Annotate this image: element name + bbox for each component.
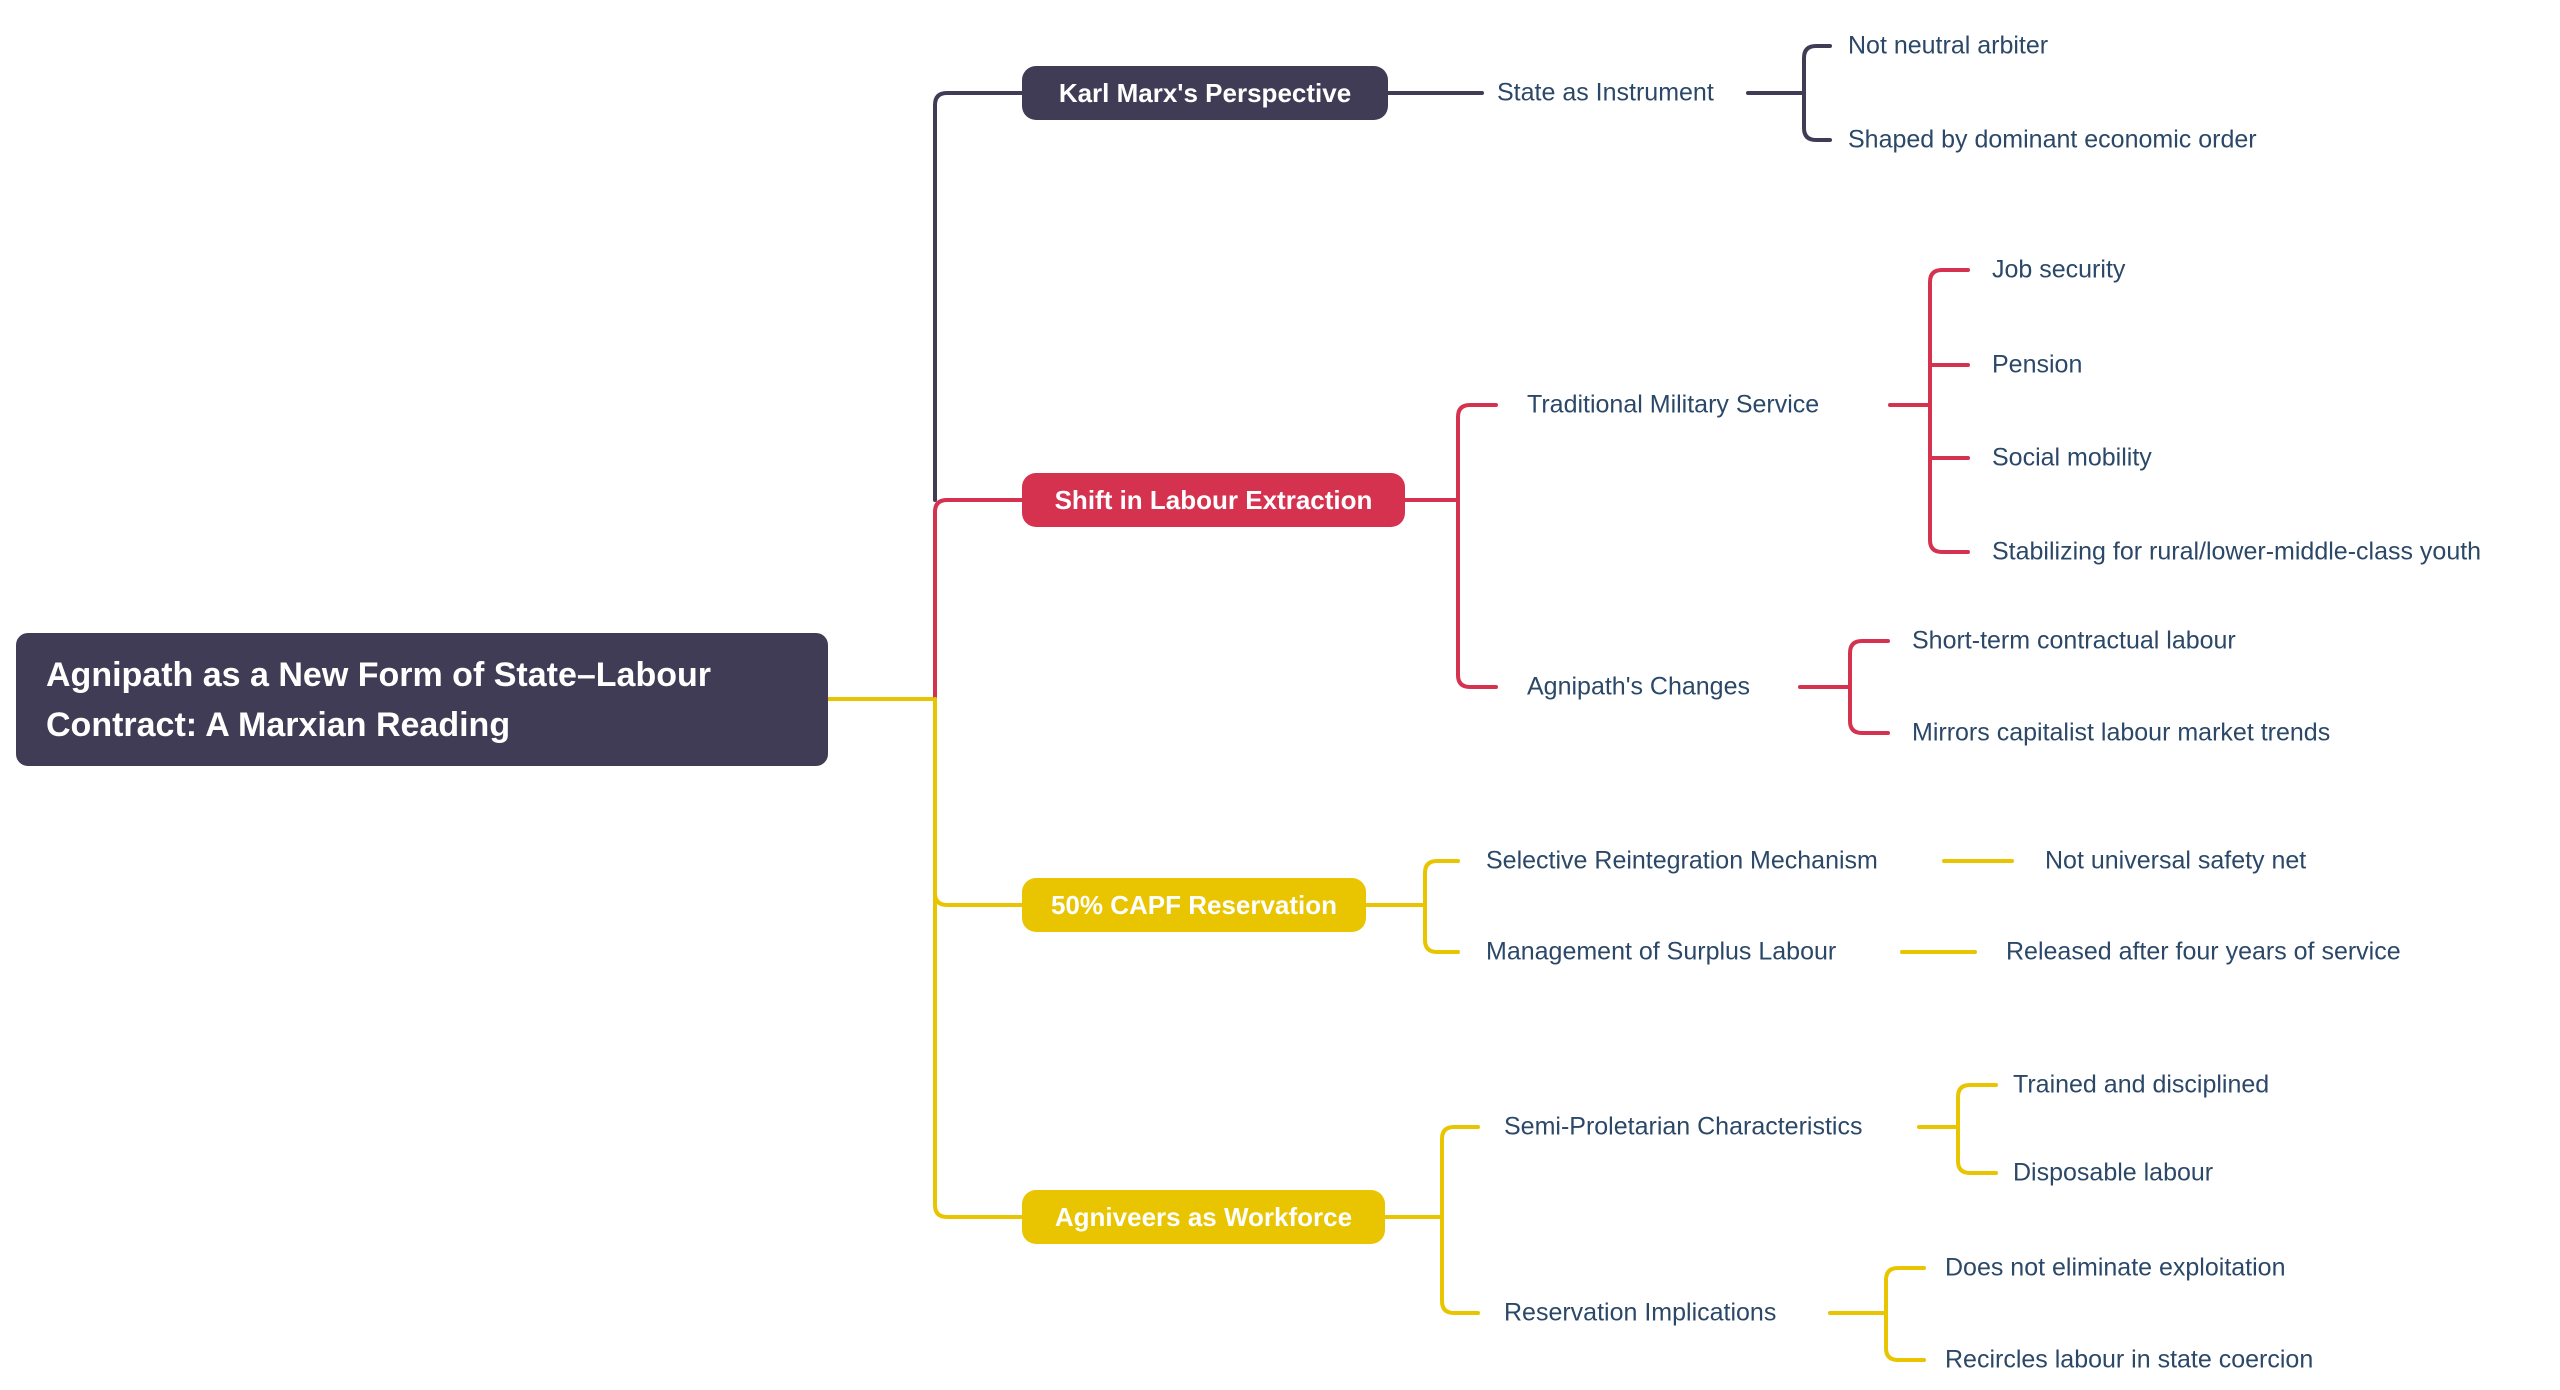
leaf-social-mobility[interactable]: Social mobility bbox=[1992, 443, 2152, 472]
connector-line bbox=[1848, 639, 1890, 735]
connector-line bbox=[1423, 903, 1460, 954]
leaf-stabilizing-for-rural-youth[interactable]: Stabilizing for rural/lower-middle-class… bbox=[1992, 537, 2482, 566]
leaf-trained-and-disciplined[interactable]: Trained and disciplined bbox=[2013, 1070, 2270, 1099]
leaf-released-after-four-years[interactable]: Released after four years of service bbox=[2006, 937, 2401, 966]
subtopic-selective-reintegration-mechanism[interactable]: Selective Reintegration Mechanism bbox=[1486, 846, 1878, 875]
connector-line bbox=[1440, 1215, 1480, 1315]
root-node[interactable]: Agnipath as a New Form of State–Labour C… bbox=[16, 633, 828, 766]
connector-line bbox=[1928, 268, 1970, 554]
branch-node-karl-marxs-perspective[interactable]: Karl Marx's Perspective bbox=[1022, 66, 1388, 120]
branch-node-50-capf-reservation[interactable]: 50% CAPF Reservation bbox=[1022, 878, 1366, 932]
connector-line bbox=[1440, 1125, 1480, 1219]
connector-line bbox=[1456, 498, 1498, 689]
leaf-disposable-labour[interactable]: Disposable labour bbox=[2013, 1158, 2214, 1187]
subtopic-management-of-surplus-labour[interactable]: Management of Surplus Labour bbox=[1486, 937, 1837, 966]
connector-line bbox=[933, 498, 1024, 701]
leaf-pension[interactable]: Pension bbox=[1992, 350, 2083, 379]
branch-node-shift-in-labour-extraction[interactable]: Shift in Labour Extraction bbox=[1022, 473, 1405, 527]
leaf-does-not-eliminate-exploitation[interactable]: Does not eliminate exploitation bbox=[1945, 1253, 2286, 1282]
subtopic-traditional-military-service[interactable]: Traditional Military Service bbox=[1527, 390, 1820, 419]
leaf-shaped-by-dominant-economic-order[interactable]: Shaped by dominant economic order bbox=[1848, 125, 2257, 154]
subtopic-agnipaths-changes[interactable]: Agnipath's Changes bbox=[1527, 672, 1750, 701]
connector-line bbox=[1802, 44, 1832, 142]
leaf-not-universal-safety-net[interactable]: Not universal safety net bbox=[2045, 846, 2307, 875]
connector-line bbox=[1884, 1266, 1926, 1362]
leaf-job-security[interactable]: Job security bbox=[1992, 255, 2126, 284]
connector-line bbox=[933, 697, 1024, 907]
connector-line bbox=[1456, 403, 1498, 502]
connector-line bbox=[933, 697, 1024, 1219]
connector-line bbox=[1956, 1083, 1998, 1175]
subtopic-semi-proletarian-characteristics[interactable]: Semi-Proletarian Characteristics bbox=[1504, 1112, 1863, 1141]
leaf-mirrors-capitalist-labour-market-trends[interactable]: Mirrors capitalist labour market trends bbox=[1912, 718, 2331, 747]
connector-line bbox=[933, 91, 1024, 502]
leaf-short-term-contractual-labour[interactable]: Short-term contractual labour bbox=[1912, 626, 2236, 655]
leaf-recircles-labour-in-state-coercion[interactable]: Recircles labour in state coercion bbox=[1945, 1345, 2314, 1374]
subtopic-state-as-instrument[interactable]: State as Instrument bbox=[1497, 78, 1714, 107]
branch-node-agniveers-as-workforce[interactable]: Agniveers as Workforce bbox=[1022, 1190, 1385, 1244]
connector-line bbox=[1423, 859, 1460, 907]
leaf-not-neutral-arbiter[interactable]: Not neutral arbiter bbox=[1848, 31, 2049, 60]
subtopic-reservation-implications[interactable]: Reservation Implications bbox=[1504, 1298, 1777, 1327]
